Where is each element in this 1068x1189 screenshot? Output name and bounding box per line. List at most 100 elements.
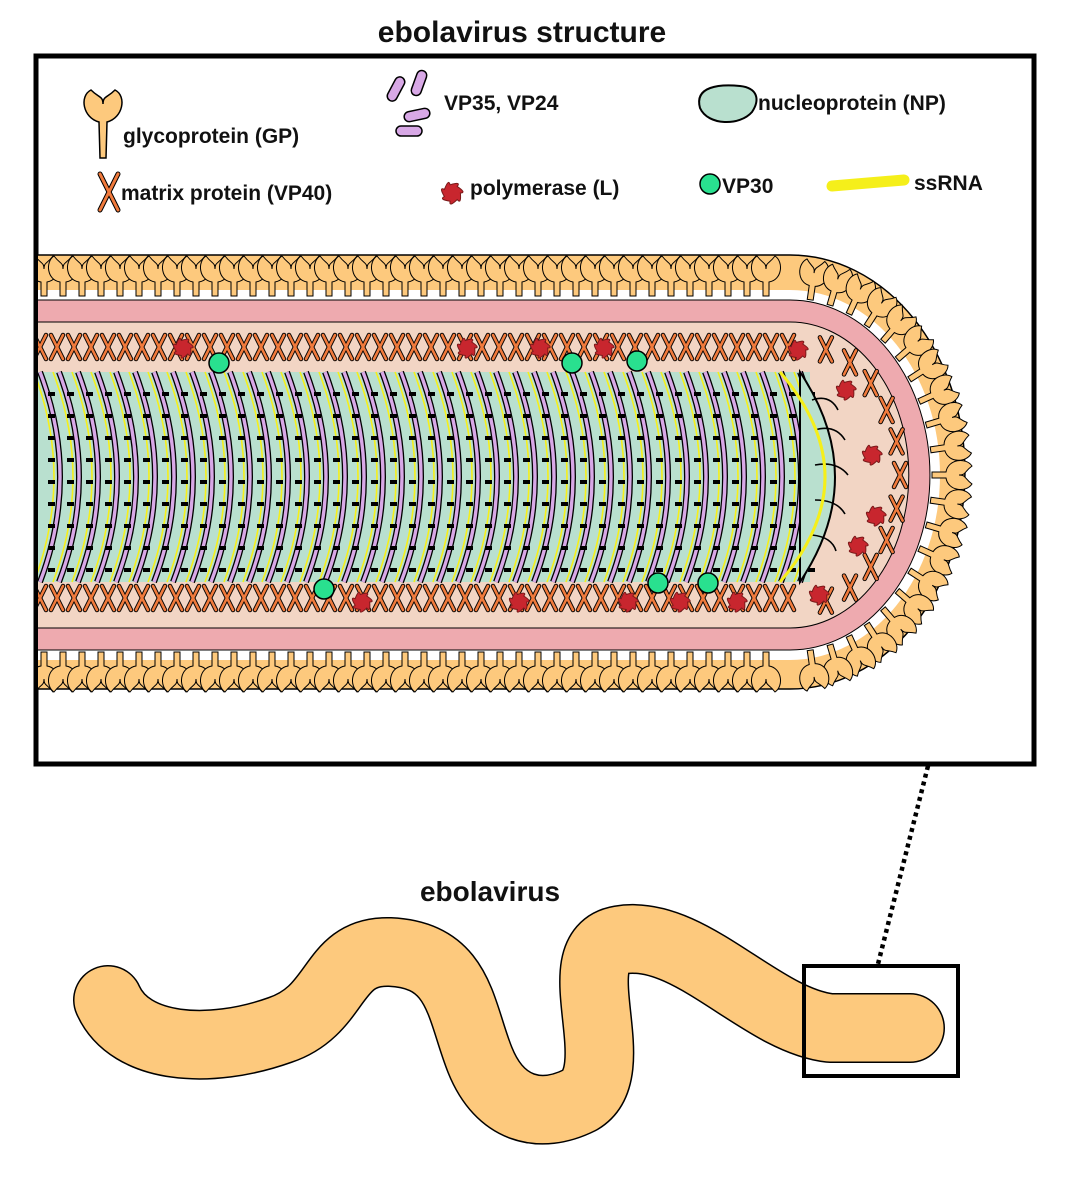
- vp30-icon: [699, 173, 721, 195]
- polymerase: [835, 379, 857, 401]
- legend-label-matrix: matrix protein (VP40): [121, 182, 332, 205]
- matrix-protein: [48, 332, 66, 362]
- nucleocapsid-rings: [38, 370, 823, 584]
- polymerase: [617, 591, 639, 613]
- internal-proteins: [172, 337, 887, 613]
- matrix-protein: [65, 583, 83, 613]
- matrix-protein: [150, 332, 168, 362]
- ssrna-icon: [826, 174, 910, 192]
- glycoprotein-spike: [799, 649, 830, 692]
- matrix-protein: [609, 332, 627, 362]
- matrix-protein: [286, 332, 304, 362]
- nucleoprotein-icon: [698, 84, 758, 124]
- matrix-protein: [337, 332, 355, 362]
- matrix-protein: [841, 573, 859, 602]
- polymerase: [865, 505, 887, 527]
- polymerase: [508, 591, 530, 613]
- matrix-protein: [643, 332, 661, 362]
- matrix-protein: [575, 583, 593, 613]
- matrix-protein: [541, 583, 559, 613]
- vp35-vp24-icon: [386, 69, 431, 137]
- matrix-protein: [65, 332, 83, 362]
- matrix-protein: [218, 583, 236, 613]
- whole-ebolavirus-filament: [73, 904, 945, 1145]
- legend-label-vp30: VP30: [722, 175, 773, 198]
- matrix-protein: [116, 583, 134, 613]
- matrix-protein: [745, 583, 763, 613]
- polymerase: [456, 337, 478, 359]
- polymerase: [593, 337, 615, 359]
- matrix-protein: [269, 332, 287, 362]
- polymerase: [726, 591, 748, 613]
- matrix-protein: [99, 332, 117, 362]
- polymerase: [808, 584, 830, 606]
- matrix-protein: [490, 583, 508, 613]
- matrix-protein: [862, 552, 879, 582]
- matrix-protein: [779, 583, 797, 613]
- matrix-protein: [862, 368, 879, 398]
- matrix-protein: [150, 583, 168, 613]
- matrix-protein: [38, 332, 49, 362]
- vp30-protein: [626, 350, 648, 372]
- matrix-protein: [371, 332, 389, 362]
- matrix-protein: [252, 583, 270, 613]
- matrix-protein: [82, 583, 100, 613]
- matrix-protein: [841, 348, 859, 377]
- legend-label-polymerase: polymerase (L): [470, 177, 619, 200]
- zoom-region-box: [802, 964, 960, 1078]
- matrix-protein: [405, 583, 423, 613]
- matrix-protein: [99, 583, 117, 613]
- matrix-protein: [354, 332, 372, 362]
- polymerase: [351, 591, 373, 613]
- matrix-protein: [405, 332, 423, 362]
- matrix-protein: [817, 335, 835, 364]
- matrix-protein: [878, 395, 895, 425]
- matrix-protein: [762, 332, 780, 362]
- matrix-protein: [235, 583, 253, 613]
- legend-label-nucleoprotein: nucleoprotein (NP): [758, 92, 946, 115]
- matrix-protein: [677, 332, 695, 362]
- vp30-protein: [647, 572, 669, 594]
- zoom-connector: [875, 765, 931, 965]
- matrix-protein: [388, 332, 406, 362]
- matrix-protein: [745, 332, 763, 362]
- nucleocapsid-cap: [799, 368, 836, 586]
- legend-label-vp35-vp24: VP35, VP24: [444, 92, 559, 115]
- matrix-protein: [592, 583, 610, 613]
- matrix-protein: [337, 583, 355, 613]
- matrix-protein: [490, 332, 508, 362]
- matrix-protein: [133, 332, 151, 362]
- diagram-title: ebolavirus structure: [378, 16, 666, 49]
- matrix-protein: [891, 460, 909, 490]
- matrix-protein: [456, 583, 474, 613]
- matrix-protein: [660, 332, 678, 362]
- matrix-protein: [728, 332, 746, 362]
- matrix-protein: [524, 583, 542, 613]
- matrix-protein: [269, 583, 287, 613]
- matrix-protein: [388, 583, 406, 613]
- matrix-protein: [439, 332, 457, 362]
- matrix-protein: [473, 583, 491, 613]
- matrix-protein: [888, 427, 905, 456]
- polymerase: [669, 591, 691, 613]
- legend-label-glycoprotein: glycoprotein (GP): [123, 125, 299, 148]
- matrix-protein: [82, 332, 100, 362]
- vp30-protein: [561, 352, 583, 374]
- polymerase: [172, 337, 194, 359]
- matrix-protein: [252, 332, 270, 362]
- polymerase: [861, 444, 883, 466]
- matrix-protein: [320, 332, 338, 362]
- vp30-protein: [697, 572, 719, 594]
- matrix-protein: [235, 332, 253, 362]
- matrix-protein: [762, 583, 780, 613]
- matrix-protein: [694, 332, 712, 362]
- glycoprotein-icon: [83, 89, 123, 159]
- matrix-protein: [507, 332, 525, 362]
- matrix-protein: [133, 583, 151, 613]
- matrix-protein: [575, 332, 593, 362]
- matrix-protein: [286, 583, 304, 613]
- matrix-protein: [48, 583, 66, 613]
- matrix-protein: [303, 332, 321, 362]
- matrix-protein: [371, 583, 389, 613]
